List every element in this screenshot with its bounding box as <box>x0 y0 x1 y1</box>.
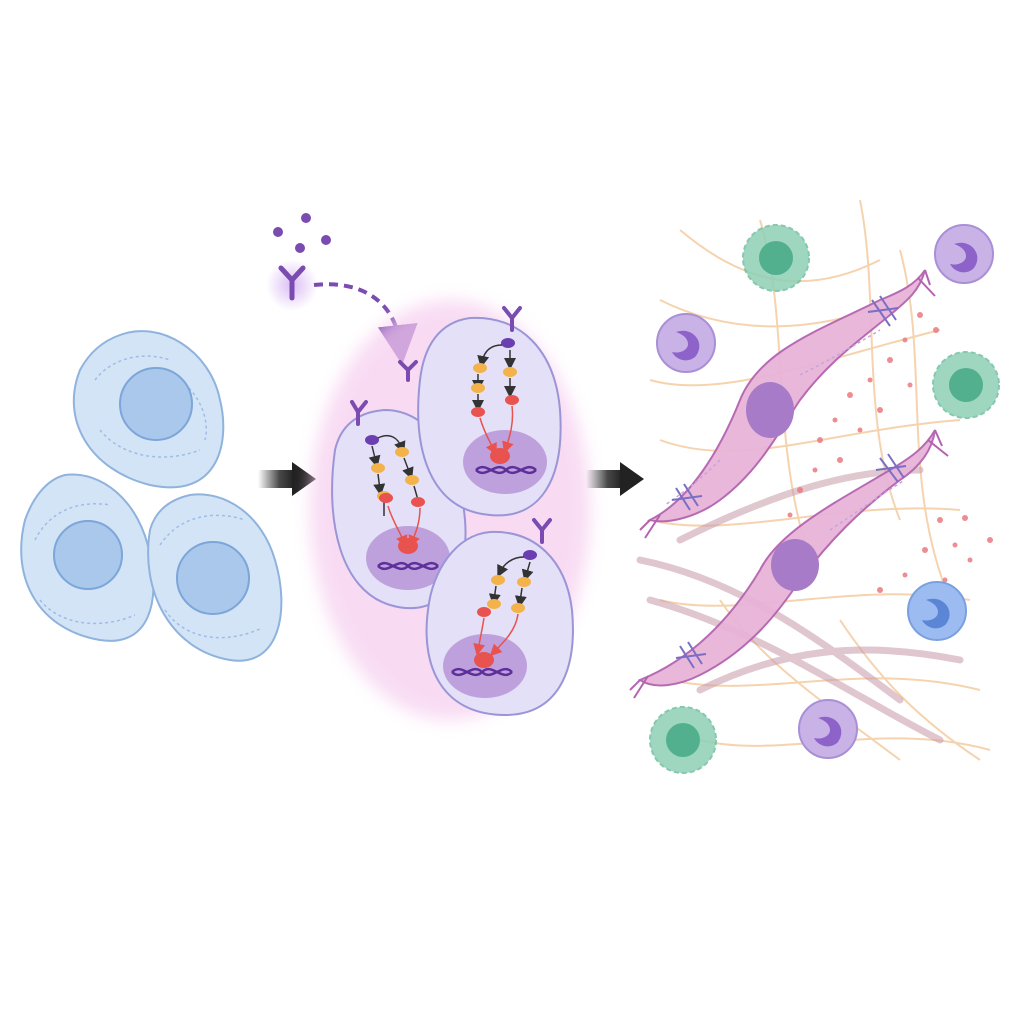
nucleus <box>366 526 450 590</box>
receptor-icon <box>350 400 368 426</box>
resting-nucleus <box>53 520 123 590</box>
fibroblast-lower <box>629 429 949 699</box>
ligand-cluster <box>266 213 418 365</box>
fibroblast-nucleus <box>746 382 794 438</box>
immune-cell-green-bottom <box>649 706 717 774</box>
immune-cell-blue <box>907 581 967 641</box>
immune-cell-purple-topright <box>934 224 994 284</box>
activated-tissue-group <box>629 199 1000 774</box>
signaling-cell-bottom <box>425 518 574 717</box>
dna-helix-icon <box>377 538 439 571</box>
receptor-y-shape-icon <box>278 265 306 301</box>
ligand-dot <box>295 243 305 253</box>
immune-cell-green-right <box>932 351 1000 419</box>
resting-nucleus <box>176 541 250 615</box>
dna-helix-icon <box>475 448 537 475</box>
ligand-binding-arrow <box>313 282 418 365</box>
ligand-dot <box>321 235 331 245</box>
bound-receptor-icon <box>398 360 418 382</box>
resting-cell-right <box>147 493 283 662</box>
ligand-dot <box>301 213 311 223</box>
immune-cell-purple-left <box>656 313 716 373</box>
secreted-factors <box>787 312 993 593</box>
immune-cell-green-top <box>742 224 810 292</box>
resting-cell-left <box>20 473 155 642</box>
receptor-icon <box>532 518 552 544</box>
immune-cell-purple-bottom <box>798 699 858 759</box>
resting-cell-top <box>72 330 225 489</box>
signaling-group <box>266 213 590 720</box>
kinase-cascade-icon <box>473 550 537 657</box>
kinase-cascade-icon <box>471 338 519 456</box>
adhesion-icon <box>675 453 907 669</box>
process-arrow-1 <box>258 462 316 496</box>
dna-helix-icon <box>451 652 513 677</box>
fibroblast-upper <box>639 269 936 539</box>
adhesion-icon <box>671 295 899 511</box>
resting-cells-group <box>20 330 283 662</box>
process-arrow-2 <box>586 462 644 496</box>
ligand-dot <box>273 227 283 237</box>
signaling-cell-top <box>398 306 562 517</box>
resting-nucleus <box>119 367 193 441</box>
fibroblast-nucleus <box>771 539 819 591</box>
receptor-icon <box>502 306 522 332</box>
